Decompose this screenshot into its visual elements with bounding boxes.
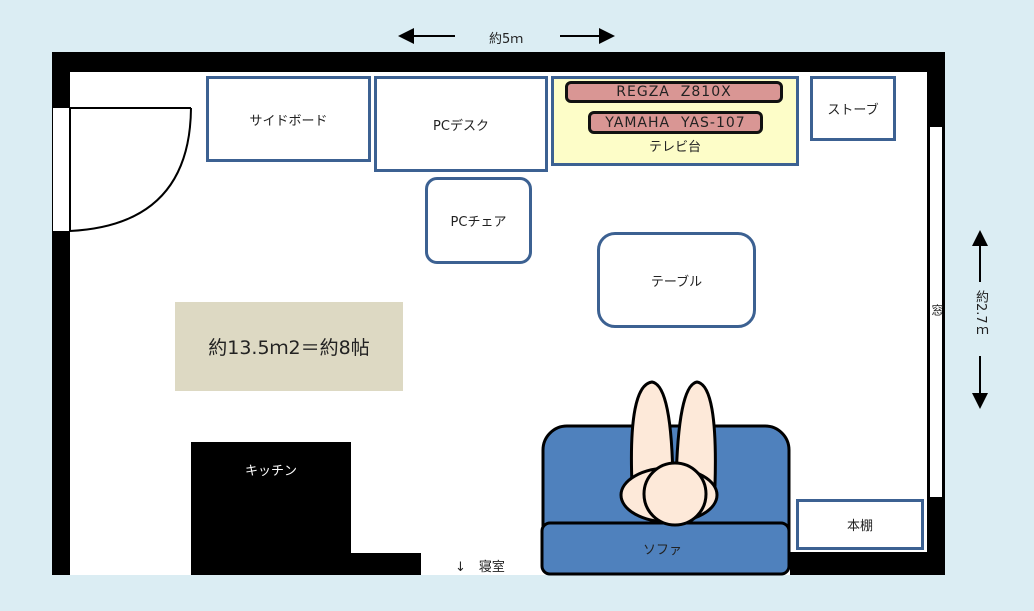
depth-label: 約2.7ｍ	[973, 290, 988, 337]
bookshelf-label: 本棚	[846, 519, 873, 534]
left-leg	[629, 380, 675, 487]
door-opening	[53, 108, 70, 231]
door-arc	[69, 107, 192, 232]
window	[928, 127, 944, 497]
area-label: 約13.5ｍ2＝約8帖	[208, 337, 370, 359]
soundbar: YAMAHA YAS-107	[588, 111, 763, 134]
right-leg	[674, 380, 717, 487]
kitchen-counter-strip	[351, 553, 421, 575]
sideboard-label: サイドボード	[249, 113, 328, 129]
table: テーブル	[597, 232, 756, 328]
sofa-label: ソファ	[643, 543, 683, 558]
floor-bottom-left	[70, 553, 191, 575]
pc-desk-label: PCデスク	[433, 118, 489, 134]
window-outer-gap	[945, 127, 949, 497]
soundbar-label: YAMAHA YAS-107	[605, 114, 746, 131]
person-icon	[619, 380, 719, 527]
tv-stand-label: テレビ台	[648, 140, 701, 155]
pc-chair: PCチェア	[425, 177, 532, 264]
head	[642, 461, 708, 527]
stove: ストーブ	[810, 76, 896, 141]
bottom-right-wall	[790, 552, 945, 575]
table-label: テーブル	[650, 274, 703, 290]
width-label: 約5ｍ	[489, 32, 524, 47]
pc-desk: PCデスク	[374, 76, 548, 172]
tv: REGZA Z810X	[565, 81, 783, 103]
sideboard: サイドボード	[206, 76, 371, 162]
kitchen: キッチン	[191, 442, 351, 575]
pc-chair-label: PCチェア	[450, 215, 507, 230]
bedroom-label: ↓ 寝室	[455, 560, 505, 575]
bookshelf: 本棚	[796, 499, 924, 550]
tv-label: REGZA Z810X	[616, 84, 732, 100]
window-label: 窓	[930, 304, 944, 316]
area-box: 約13.5ｍ2＝約8帖	[175, 302, 403, 391]
kitchen-label: キッチン	[244, 464, 297, 479]
stove-label: ストーブ	[827, 103, 879, 118]
